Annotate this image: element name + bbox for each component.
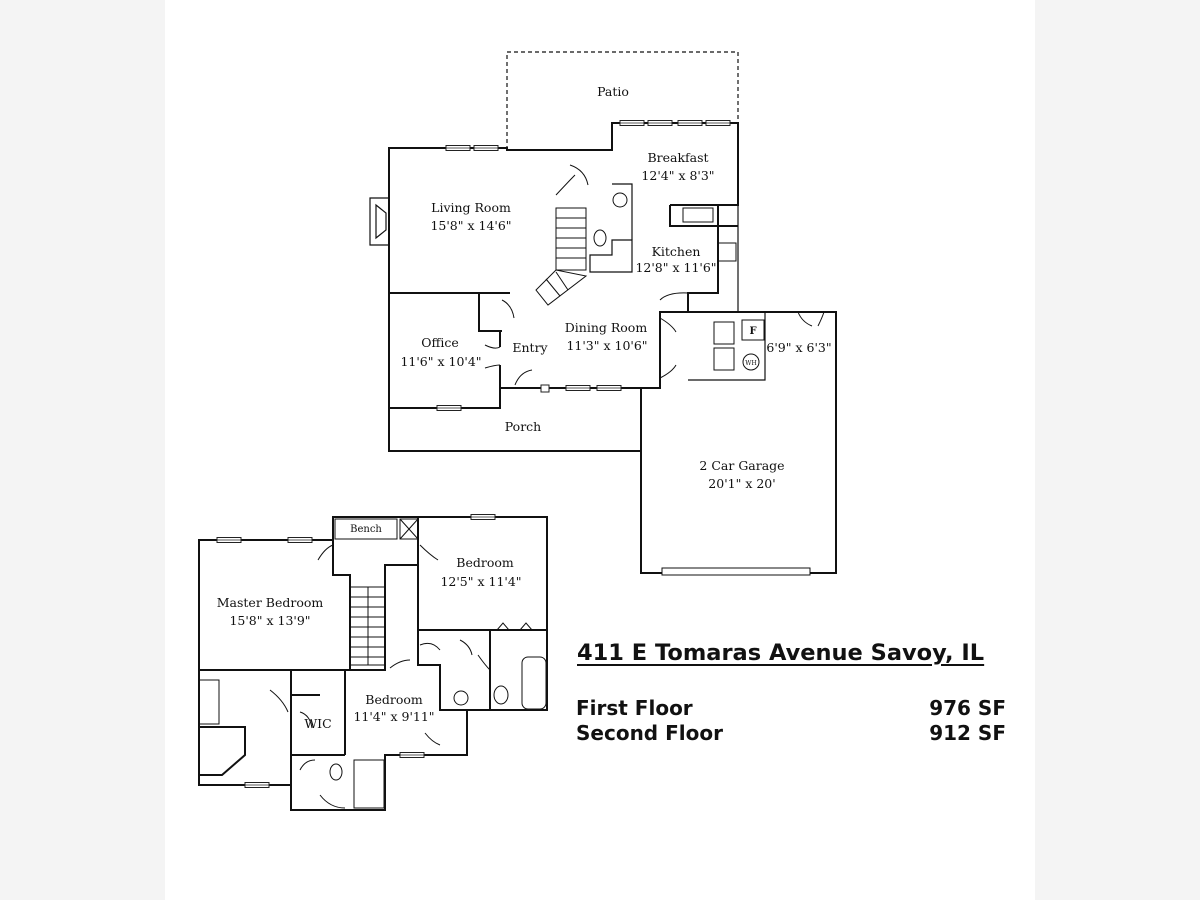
furnace-box (741, 319, 765, 341)
property-address: 411 E Tomaras Avenue Savoy, IL (577, 640, 985, 666)
master-bedroom-wall (199, 517, 419, 755)
range-icon (717, 242, 737, 262)
stairs-first (535, 207, 588, 306)
first-floor-plan (369, 51, 837, 576)
fireplace (369, 197, 389, 246)
door-swings-first (484, 164, 825, 386)
label-bedroom-a: Bedroom (456, 555, 514, 570)
first-floor-area: 976 SF (929, 696, 1006, 720)
label-garage-dim: 20'1" x 20' (708, 476, 775, 491)
door-swings-second (269, 544, 533, 809)
label-porch: Porch (505, 419, 541, 434)
garage-door (661, 567, 811, 576)
stairs-second (349, 586, 386, 666)
hall-wall (332, 540, 351, 670)
second-floor-label: Second Floor (576, 721, 723, 745)
bath-wall (612, 183, 633, 240)
label-dining-room: Dining Room (565, 320, 648, 335)
master-bath-wall (199, 670, 345, 785)
first-floor-label: First Floor (576, 696, 693, 720)
kitchen-sink (682, 207, 714, 223)
shower (353, 759, 385, 809)
label-wic: WIC (304, 716, 331, 731)
label-living-room: Living Room (431, 200, 511, 215)
windows-first (436, 120, 731, 411)
tub (521, 656, 547, 710)
label-bedroom-b: Bedroom (365, 692, 423, 707)
toilet-2 (493, 685, 509, 705)
chimney-box (399, 518, 419, 540)
label-kitchen: Kitchen (652, 244, 701, 259)
label-master-bedroom: Master Bedroom (217, 595, 324, 610)
room-labels: Patio Breakfast 12'4" x 8'3" Living Room… (217, 84, 832, 731)
label-office: Office (421, 335, 459, 350)
sink-2 (453, 690, 469, 706)
toilet-3 (329, 763, 343, 781)
toilet-icon (593, 229, 607, 247)
label-master-bedroom-dim: 15'8" x 13'9" (229, 613, 310, 628)
label-kitchen-dim: 12'8" x 11'6" (635, 260, 716, 275)
sink-icon (612, 192, 628, 208)
kitchen-wall (669, 204, 738, 227)
water-heater-icon (742, 353, 760, 371)
second-floor-plan (198, 516, 548, 811)
second-floor-area: 912 SF (929, 721, 1006, 745)
laundry-inner (688, 312, 766, 381)
appliance-dryer (713, 347, 735, 371)
closet-wall (478, 292, 510, 332)
appliance-washer (713, 321, 735, 345)
label-patio: Patio (597, 84, 629, 99)
patio-outline (506, 51, 739, 150)
label-breakfast-dim: 12'4" x 8'3" (641, 168, 714, 183)
label-bedroom-a-dim: 12'5" x 11'4" (440, 574, 521, 589)
label-water-heater: WH (745, 360, 756, 367)
label-bedroom-b-dim: 11'4" x 9'11" (353, 709, 434, 724)
label-furnace: F (749, 326, 756, 337)
bench (334, 518, 398, 540)
label-bench: Bench (350, 524, 382, 535)
label-living-room-dim: 15'8" x 14'6" (430, 218, 511, 233)
label-entry: Entry (512, 340, 548, 355)
label-breakfast: Breakfast (647, 150, 708, 165)
vanity (198, 679, 220, 725)
label-garage: 2 Car Garage (699, 458, 784, 473)
windows-second (216, 514, 496, 788)
label-dining-room-dim: 11'3" x 10'6" (566, 338, 647, 353)
label-office-dim: 11'6" x 10'4" (400, 354, 481, 369)
laundry-wall (640, 311, 837, 574)
label-laundry-dim: 6'9" x 6'3" (766, 340, 831, 355)
